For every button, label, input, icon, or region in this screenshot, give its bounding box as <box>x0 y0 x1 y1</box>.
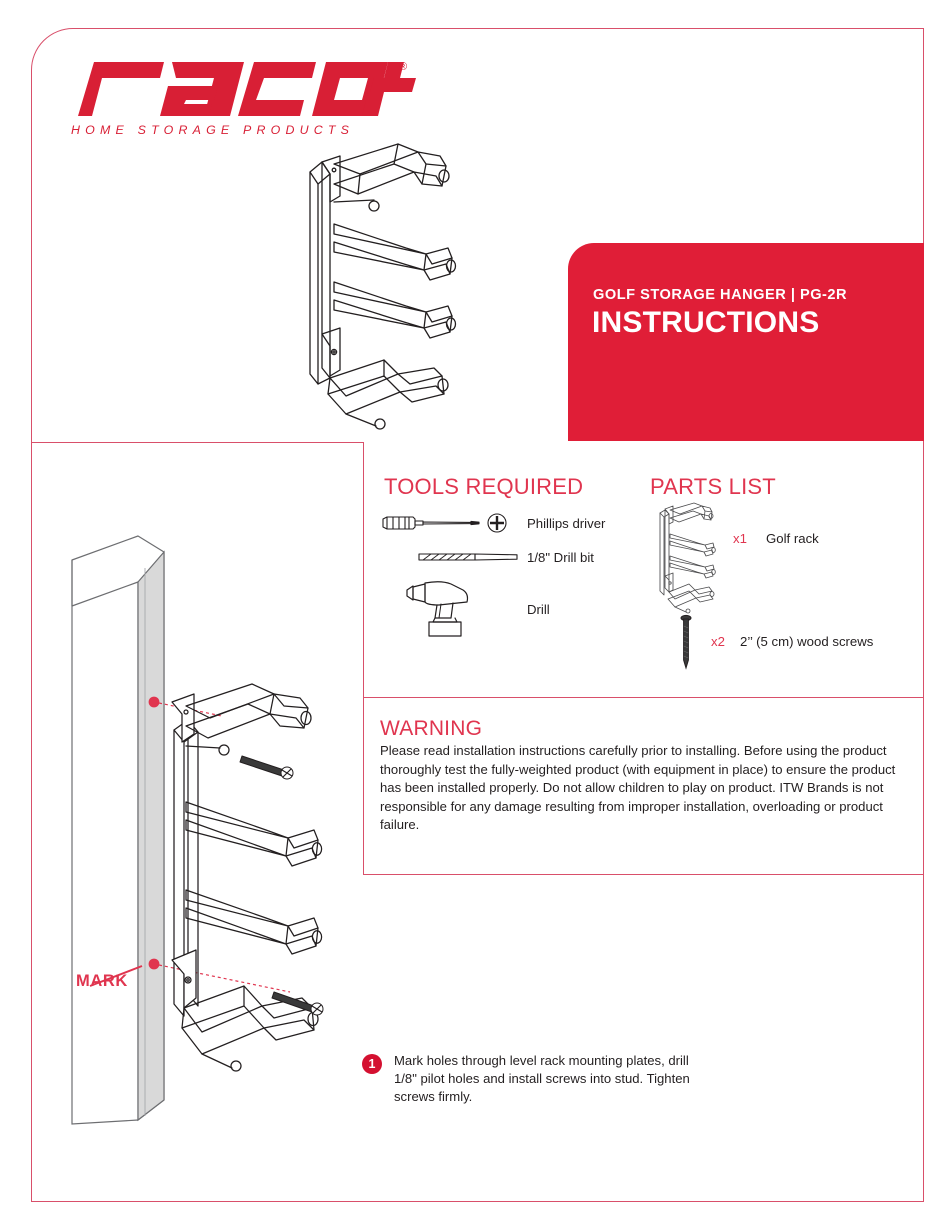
drill-bit-icon <box>378 549 523 565</box>
tool-label: Phillips driver <box>527 515 606 531</box>
divider-tools <box>363 697 924 699</box>
installation-illustration <box>71 535 324 1125</box>
bottom-mark-leader <box>89 958 291 993</box>
racor-wordmark-icon: ® <box>78 61 416 116</box>
divider-header <box>32 442 364 444</box>
part-qty: x2 <box>711 634 725 649</box>
tool-label: Drill <box>527 601 550 617</box>
product-illustration <box>309 143 457 430</box>
wood-screw-icon <box>680 614 692 670</box>
tool-row: 1/8" Drill bit <box>378 549 594 565</box>
tools-heading: TOOLS REQUIRED <box>384 474 584 499</box>
part-qty: x1 <box>733 531 747 546</box>
drill-icon <box>378 578 523 640</box>
brand-logo: ® HOME STORAGE PRODUCTS <box>68 48 428 137</box>
part-label: Golf rack <box>766 531 819 546</box>
warning-heading: WARNING <box>380 717 483 740</box>
step-text: Mark holes through level rack mounting p… <box>394 1053 690 1105</box>
warning-body: Please read installation instructions ca… <box>380 743 896 833</box>
tool-label: 1/8" Drill bit <box>527 549 594 565</box>
wall-stud-icon <box>71 535 165 1125</box>
screwdriver-icon <box>378 511 523 535</box>
divider-vertical <box>363 442 365 875</box>
part-label: 2’’ (5 cm) wood screws <box>740 634 874 649</box>
tool-row: Phillips driver <box>378 511 605 535</box>
title-banner: GOLF STORAGE HANGER | PG-2R INSTRUCTIONS <box>568 243 924 441</box>
parts-heading: PARTS LIST <box>650 474 776 499</box>
brand-tagline: HOME STORAGE PRODUCTS <box>71 123 355 137</box>
divider-warning <box>363 874 924 876</box>
svg-text:®: ® <box>399 61 407 73</box>
step-number-badge: 1 <box>362 1054 382 1074</box>
banner-kicker: GOLF STORAGE HANGER | PG-2R <box>593 287 848 303</box>
golf-rack-icon <box>659 502 716 614</box>
step-item: 1 Mark holes through level rack mounting… <box>362 1052 714 1107</box>
tool-row: Drill <box>378 578 550 640</box>
mark-label: MARK <box>76 972 128 990</box>
banner-title: INSTRUCTIONS <box>592 306 820 339</box>
